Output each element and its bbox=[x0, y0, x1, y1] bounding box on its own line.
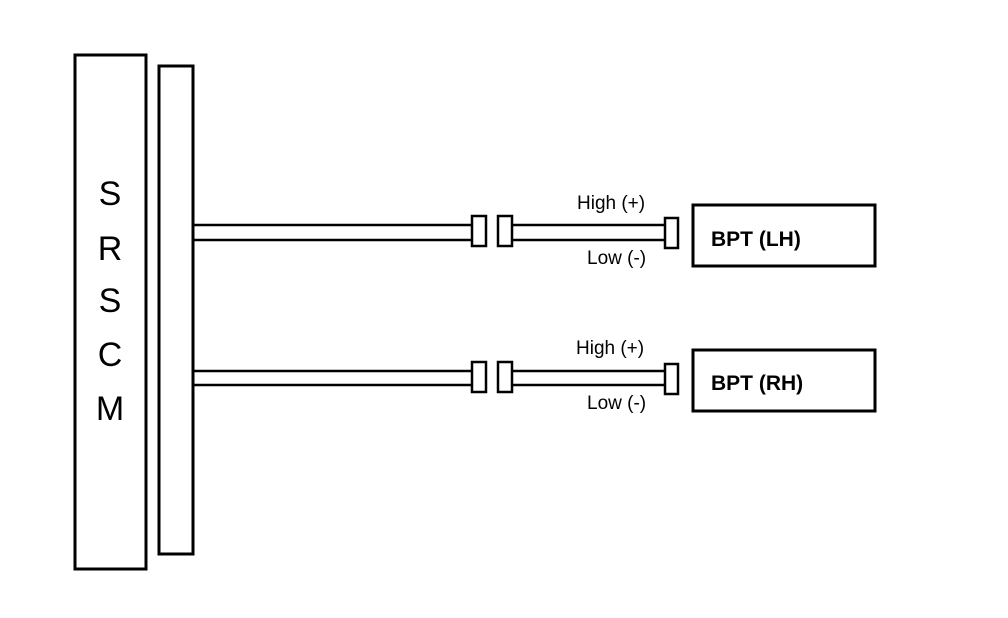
sensor-label: BPT (RH) bbox=[711, 372, 803, 395]
low-wire-label: Low (-) bbox=[587, 393, 646, 414]
sensor-label: BPT (LH) bbox=[711, 228, 801, 251]
module-letter: C bbox=[98, 336, 123, 374]
inline-connector-left bbox=[470, 214, 488, 248]
sensor-box bbox=[691, 203, 877, 268]
circuit-rh: High (+) Low (-) BPT (RH) bbox=[193, 338, 877, 414]
low-wire-label: Low (-) bbox=[587, 248, 646, 269]
srscm-module-box bbox=[73, 53, 148, 571]
sensor-connector bbox=[663, 216, 680, 250]
high-wire-label: High (+) bbox=[576, 338, 644, 359]
circuit-lh: High (+) Low (-) BPT (LH) bbox=[193, 193, 877, 269]
high-wire-label: High (+) bbox=[577, 193, 645, 214]
sensor-box bbox=[691, 348, 877, 413]
inline-connector-right bbox=[496, 360, 514, 394]
module-letter: M bbox=[96, 390, 124, 428]
module-letter: R bbox=[98, 230, 123, 268]
sensor-connector bbox=[663, 362, 680, 396]
module-letter: S bbox=[99, 175, 122, 213]
module-connector-block bbox=[157, 64, 195, 556]
module-letter: S bbox=[99, 282, 122, 320]
inline-connector-left bbox=[470, 360, 488, 394]
inline-connector-right bbox=[496, 214, 514, 248]
